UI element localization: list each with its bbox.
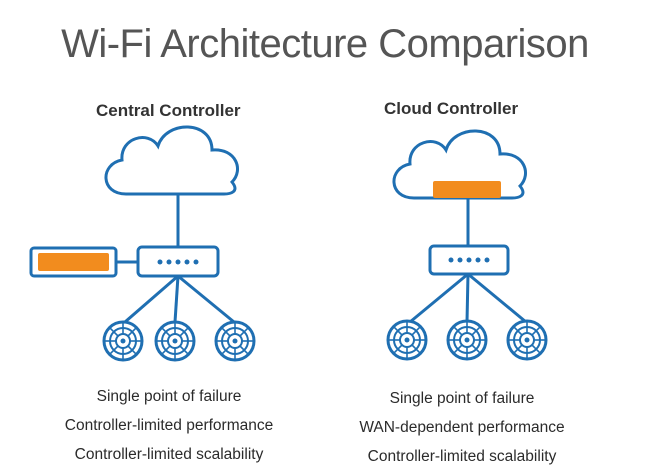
cloud-controller-heading: Cloud Controller xyxy=(384,99,519,118)
cloud-access-point-icon xyxy=(446,319,488,361)
cloud-controller-appliance-icon xyxy=(433,181,501,198)
cloud-access-point-icon xyxy=(386,319,428,361)
point-text: WAN-dependent performance xyxy=(359,419,565,436)
cloud-controller-points: Single point of failure WAN-dependent pe… xyxy=(312,384,612,471)
central-controller-heading: Central Controller xyxy=(96,101,241,120)
point-text: Single point of failure xyxy=(389,390,535,407)
point-text: Controller-limited scalability xyxy=(74,446,264,463)
central-controller-appliance-icon xyxy=(29,246,118,278)
central-switch-icon xyxy=(136,245,220,278)
central-ap-links xyxy=(124,274,235,324)
central-access-point-icon xyxy=(214,320,256,362)
central-cloud-icon xyxy=(104,125,240,196)
cloud-ap-links xyxy=(409,272,527,324)
central-access-point-icon xyxy=(102,320,144,362)
cloud-with-controller-icon xyxy=(392,129,528,200)
page-title: Wi-Fi Architecture Comparison xyxy=(61,22,589,66)
point-text: Single point of failure xyxy=(96,388,242,405)
central-controller-points: Single point of failure Controller-limit… xyxy=(19,382,319,469)
point-text: Controller-limited scalability xyxy=(367,448,557,465)
central-access-point-icon xyxy=(154,320,196,362)
cloud-access-point-icon xyxy=(506,319,548,361)
cloud-switch-icon xyxy=(428,244,510,276)
point-text: Controller-limited performance xyxy=(64,417,274,434)
